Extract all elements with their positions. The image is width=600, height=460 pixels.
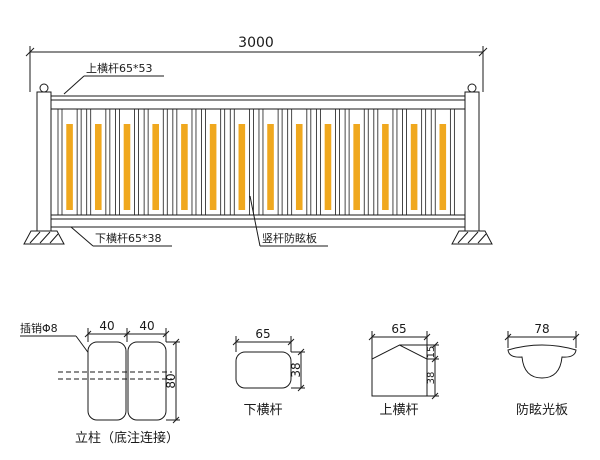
glare-bar xyxy=(295,124,303,210)
glare-bar xyxy=(152,124,159,210)
glare-bar xyxy=(123,124,131,210)
glare-bar xyxy=(439,124,447,210)
column-dim-h: 80 xyxy=(164,373,178,388)
vertical-bar xyxy=(421,108,427,216)
vertical-bar xyxy=(248,108,254,216)
glare-bar xyxy=(181,124,188,210)
vertical-bar xyxy=(162,108,168,216)
vertical-bar xyxy=(134,108,139,216)
top-rail-width-dimension: 65 xyxy=(368,322,431,359)
left-post-base xyxy=(23,230,65,245)
pin-label: 插销Φ8 xyxy=(20,321,58,335)
top-rail-section xyxy=(371,344,428,397)
top-rail-caption: 上横杆 xyxy=(379,403,418,418)
detail-top-rail: 65 15 38 上横杆 xyxy=(368,322,439,418)
overall-dimension-text: 3000 xyxy=(238,35,274,51)
glare-bar xyxy=(410,124,418,210)
glare-bar xyxy=(209,124,217,210)
vertical-bar xyxy=(57,108,63,216)
bottom-rail-label: 下横杆65*38 xyxy=(95,231,162,245)
right-post xyxy=(464,83,480,233)
column-caption: 立柱（底注连接） xyxy=(75,430,179,446)
pin-label-group: 插销Φ8 xyxy=(20,321,99,367)
right-post-base xyxy=(451,230,493,245)
vertical-bar-label-group: 竖杆防眩板 xyxy=(249,195,328,247)
left-post xyxy=(36,83,52,233)
vertical-bar xyxy=(392,108,398,216)
vertical-bar xyxy=(315,108,321,216)
vertical-bar xyxy=(201,108,206,216)
top-rail-label-group: 上横杆65*53 xyxy=(63,61,164,95)
top-rail-dim-w: 65 xyxy=(391,322,406,336)
vertical-bar xyxy=(344,108,350,216)
vertical-bar xyxy=(373,108,379,216)
vertical-bar xyxy=(105,108,111,216)
column-dim-w2: 40 xyxy=(139,319,154,333)
vertical-bar xyxy=(86,108,92,216)
vertical-bar xyxy=(143,108,149,216)
glare-bar xyxy=(324,124,332,210)
glare-bar xyxy=(382,124,389,210)
top-rail xyxy=(50,95,466,110)
vertical-bar xyxy=(115,108,120,216)
glare-bar xyxy=(238,124,246,210)
vertical-bar xyxy=(287,108,293,216)
bottom-rail-label-group: 下横杆65*38 xyxy=(70,226,172,247)
vertical-bar-label: 竖杆防眩板 xyxy=(262,231,317,245)
pin-centerlines xyxy=(58,371,172,380)
bottom-rail-width-dimension: 65 xyxy=(232,327,295,352)
glare-bar xyxy=(353,124,360,210)
top-rail-dim-h-peak: 15 xyxy=(426,346,437,359)
detail-glare-plate: 78 防眩光板 xyxy=(504,322,580,418)
bottom-rail-section xyxy=(235,351,292,389)
vertical-bar xyxy=(172,108,178,216)
vertical-bar xyxy=(402,108,407,216)
vertical-bar xyxy=(76,108,82,216)
vertical-bar xyxy=(449,108,455,216)
bottom-rail-height-dimension: 38 xyxy=(289,348,305,392)
column-tube-right xyxy=(127,341,167,421)
top-rail-height-dimension: 15 38 xyxy=(399,341,439,400)
vertical-bar xyxy=(229,108,235,216)
detail-bottom-rail: 65 38 下横杆 xyxy=(232,327,305,418)
bottom-rail-dim-w: 65 xyxy=(255,327,270,341)
vertical-bar xyxy=(258,108,264,216)
vertical-bar xyxy=(306,108,312,216)
dimension-3000: 3000 xyxy=(25,35,488,92)
vertical-bar xyxy=(335,108,340,216)
vertical-bar xyxy=(191,108,197,216)
detail-column: 插销Φ8 40 40 80 xyxy=(20,319,180,446)
column-tube-left xyxy=(87,341,127,421)
vertical-bar xyxy=(363,108,369,216)
glare-bar xyxy=(267,124,274,210)
glare-plate-section xyxy=(507,344,577,379)
vertical-bar xyxy=(277,108,283,216)
bottom-rail xyxy=(50,214,466,228)
bottom-rail-caption: 下横杆 xyxy=(243,403,282,418)
bottom-rail-dim-h: 38 xyxy=(289,362,303,377)
top-rail-dim-h-body: 38 xyxy=(426,372,437,385)
top-rail-label: 上横杆65*53 xyxy=(86,61,153,75)
glare-bar xyxy=(94,124,102,210)
glare-plate-dim-w: 78 xyxy=(534,322,549,336)
vertical-bar xyxy=(220,108,226,216)
glare-plate-width-dimension: 78 xyxy=(504,322,580,348)
elevation-view: 3000 上横杆65*53 xyxy=(23,35,493,247)
column-dim-w1: 40 xyxy=(99,319,114,333)
glare-bar xyxy=(66,124,73,210)
vertical-bar xyxy=(430,108,436,216)
glare-plate-caption: 防眩光板 xyxy=(516,402,568,418)
glare-bars xyxy=(57,108,455,216)
column-width-dimension: 40 40 xyxy=(84,319,170,342)
column-height-dimension: 80 xyxy=(164,338,180,424)
